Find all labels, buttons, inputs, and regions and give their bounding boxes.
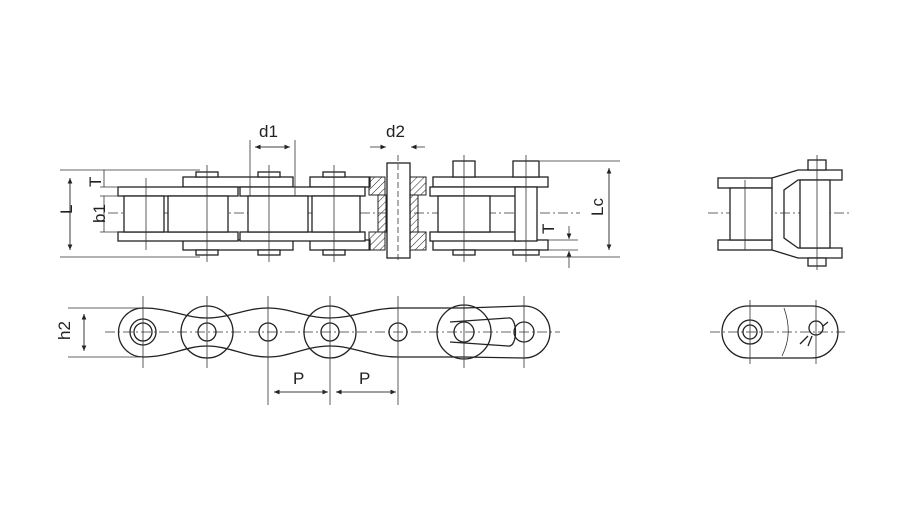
label-L: L [57, 205, 76, 214]
label-P-1: P [293, 369, 304, 388]
label-P-2: P [359, 369, 370, 388]
label-d2: d2 [386, 122, 405, 141]
chain-end-view-top [708, 155, 850, 270]
label-d1: d1 [259, 122, 278, 141]
label-T-left: T [86, 177, 105, 187]
sectioned-pin [368, 162, 427, 259]
connecting-link-side-view [710, 300, 845, 364]
label-Lc: Lc [588, 198, 607, 216]
label-T-right: T [539, 224, 558, 234]
chain-top-view: L b1 T d1 d2 Lc T [57, 122, 620, 268]
chain-side-view: h2 P P [55, 296, 560, 405]
label-b1: b1 [90, 204, 109, 223]
label-h2: h2 [55, 321, 74, 340]
